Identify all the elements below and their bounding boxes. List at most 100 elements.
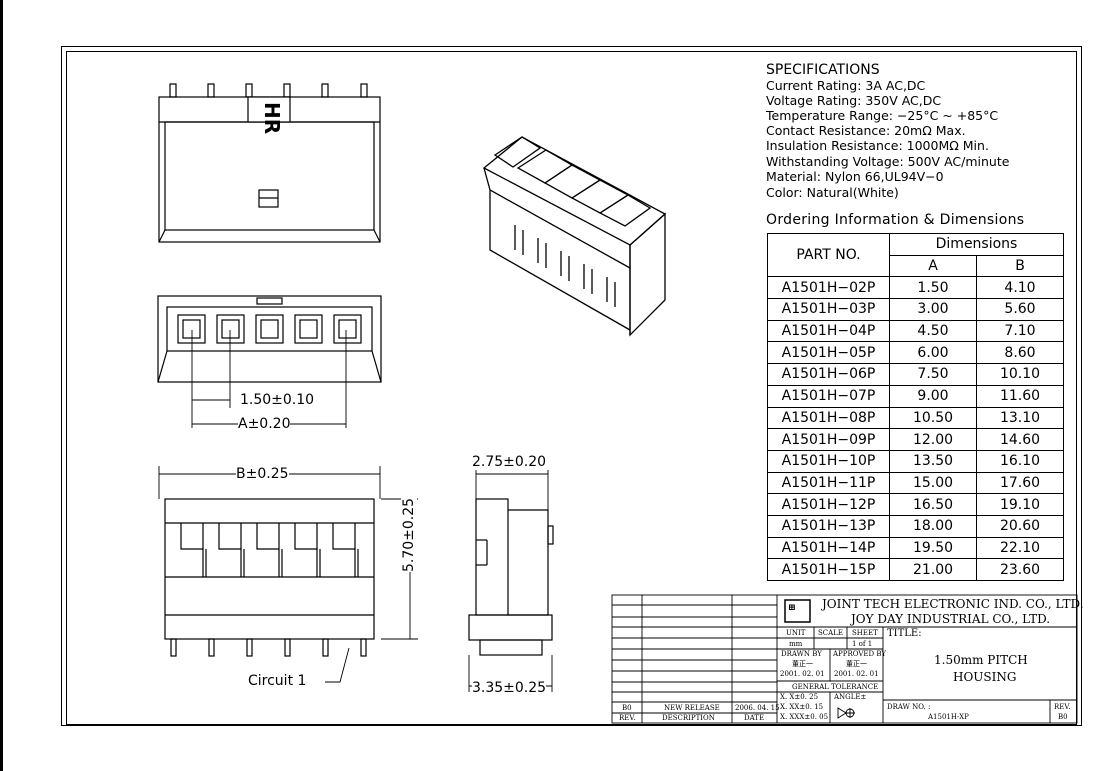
revision-date: 2006. 04. 15	[735, 704, 780, 712]
top-pins	[169, 83, 368, 98]
dim-a-cell: 10.50	[889, 406, 977, 430]
dim-b-cell: 11.60	[976, 384, 1064, 408]
part-number-cell: A1501H−04P	[767, 319, 890, 343]
dim-b-cell: 13.10	[976, 406, 1064, 430]
sheet-label: SHEET	[852, 629, 878, 637]
revision-description: NEW RELEASE	[664, 704, 720, 712]
drawing-frame-outer	[61, 46, 1082, 726]
dim-a-cell: 12.00	[889, 428, 977, 451]
dim-a-cell: 21.00	[889, 558, 977, 581]
dim-a-cell: 7.50	[889, 363, 977, 386]
page-edge-line	[0, 0, 3, 771]
tolerance-2: X. XX±0. 15	[780, 703, 824, 711]
contact-cavities	[177, 314, 362, 344]
title-line-2: HOUSING	[953, 670, 1017, 684]
rev-label: REV.	[1054, 703, 1071, 711]
header-dimensions: Dimensions	[889, 233, 1064, 256]
unit-label: UNIT	[786, 629, 806, 637]
dim-depth-top: 2.75±0.20	[472, 454, 547, 470]
draw-no: A1501H-XP	[928, 713, 969, 721]
general-tolerance: GENERAL TOLERANCE	[792, 683, 879, 691]
part-number-cell: A1501H−06P	[767, 363, 890, 386]
dim-pitch: 1.50±0.10	[240, 392, 315, 408]
dim-b-cell: 23.60	[976, 558, 1064, 581]
col-date: DATE	[744, 714, 765, 722]
dim-b-cell: 4.10	[976, 276, 1064, 300]
approved-date: 2001. 02. 01	[834, 670, 879, 678]
ordering-title: Ordering Information & Dimensions	[766, 212, 1025, 228]
part-number-cell: A1501H−05P	[767, 341, 890, 365]
unit-value: mm	[789, 640, 803, 648]
spec-line-color: Color: Natural(White)	[766, 185, 899, 200]
circuit-label: Circuit 1	[248, 673, 307, 689]
part-number-cell: A1501H−13P	[767, 514, 890, 538]
dim-a-cell: 6.00	[889, 341, 977, 365]
dim-a-cell: 4.50	[889, 319, 977, 343]
front-view	[157, 295, 382, 428]
dim-b-cell: 22.10	[976, 536, 1064, 560]
title-label: TITLE:	[887, 628, 922, 639]
drawn-by-label: DRAWN BY	[781, 650, 822, 658]
dim-a: A±0.20	[238, 416, 291, 432]
company-logo: ⊞	[788, 603, 796, 613]
spec-line-insulation: Insulation Resistance: 1000MΩ Min.	[766, 138, 989, 153]
dim-height: 5.70±0.25	[401, 497, 417, 572]
spec-line-material: Material: Nylon 66,UL94V−0	[766, 169, 944, 184]
drawn-by-name: 董正一	[792, 660, 813, 668]
dim-a-cell: 1.50	[889, 276, 977, 300]
part-number-cell: A1501H−12P	[767, 493, 890, 516]
dim-b-cell: 17.60	[976, 471, 1064, 495]
dim-a-cell: 19.50	[889, 536, 977, 560]
draw-no-label: DRAW NO. :	[887, 703, 931, 711]
header-part-no: PART NO.	[767, 232, 890, 278]
col-description: DESCRIPTION	[662, 714, 715, 722]
side-view	[158, 466, 418, 683]
spec-line-current: Current Rating: 3A AC,DC	[766, 78, 926, 93]
dim-a-cell: 15.00	[889, 471, 977, 495]
part-number-cell: A1501H−10P	[767, 449, 890, 473]
dim-b: B±0.25	[236, 466, 289, 482]
dim-b-cell: 8.60	[976, 341, 1064, 365]
rev-value: B0	[1058, 713, 1068, 721]
specifications-title: SPECIFICATIONS	[766, 62, 880, 78]
dim-a-cell: 18.00	[889, 514, 977, 538]
tolerance-1: X. X±0. 25	[780, 693, 819, 701]
header-a: A	[889, 254, 977, 278]
part-number-cell: A1501H−02P	[767, 276, 890, 300]
spec-line-withstanding: Withstanding Voltage: 500V AC/minute	[766, 154, 1010, 169]
end-view	[468, 470, 554, 692]
dim-a-cell: 3.00	[889, 298, 977, 321]
sheet-value: 1 of 1	[852, 640, 873, 648]
spec-line-temperature: Temperature Range: −25°C ~ +85°C	[766, 108, 999, 123]
hr-logo-mark: HR	[260, 102, 284, 135]
col-rev: REV.	[619, 714, 636, 722]
dim-b-cell: 7.10	[976, 319, 1064, 343]
angle-label: ANGLE±	[834, 693, 867, 701]
top-view	[158, 83, 381, 243]
title-block-grid	[611, 594, 1078, 724]
dim-b-cell: 14.60	[976, 428, 1064, 451]
title-line-1: 1.50mm PITCH	[934, 653, 1028, 667]
dim-a-cell: 16.50	[889, 493, 977, 516]
dim-b-cell: 16.10	[976, 449, 1064, 473]
tolerance-3: X. XXX±0. 05	[780, 713, 829, 721]
revision-rev: B0	[622, 704, 632, 712]
part-number-cell: A1501H−08P	[767, 406, 890, 430]
spec-line-voltage: Voltage Rating: 350V AC,DC	[766, 93, 942, 108]
part-number-cell: A1501H−03P	[767, 298, 890, 321]
dim-depth-bottom: 3.35±0.25	[472, 680, 547, 696]
company-name-2: JOY DAY INDUSTRIAL CO., LTD.	[851, 612, 1051, 626]
drawn-date: 2001. 02. 01	[780, 670, 825, 678]
bottom-pins	[170, 638, 367, 657]
isometric-view	[482, 136, 667, 337]
dim-a-cell: 9.00	[889, 384, 977, 408]
